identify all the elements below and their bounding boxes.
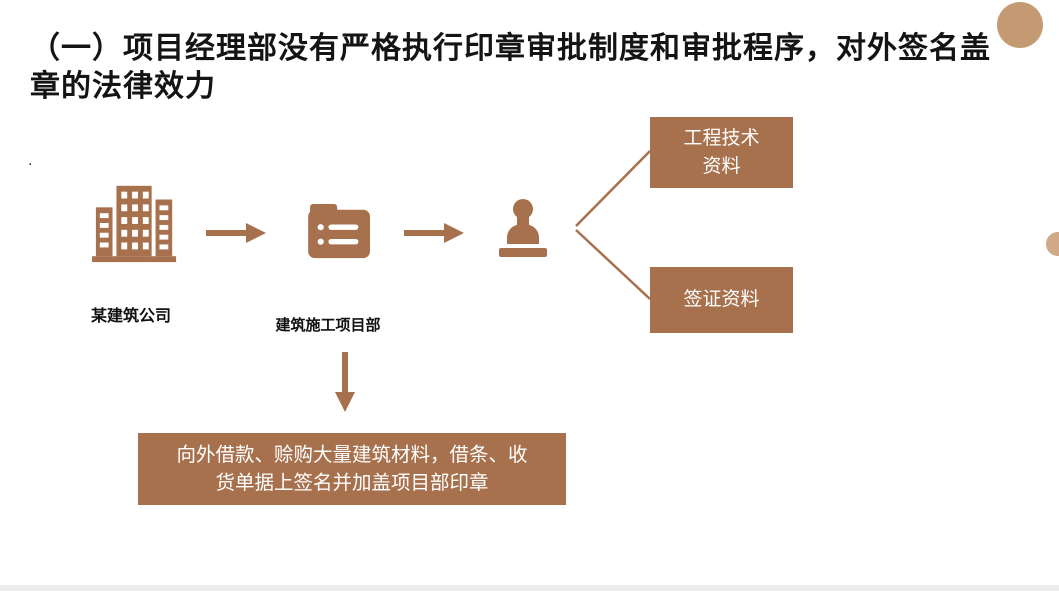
right-arrow-1-head bbox=[246, 223, 266, 243]
stray-period: . bbox=[28, 152, 33, 169]
deco-circle-top-right bbox=[997, 2, 1043, 48]
action-box: 向外借款、赊购大量建筑材料，借条、收 货单据上签名并加盖项目部印章 bbox=[138, 433, 566, 505]
action-box-line2: 货单据上签名并加盖项目部印章 bbox=[215, 472, 489, 494]
stamp-icon bbox=[494, 198, 552, 262]
company-label: 某建筑公司 bbox=[90, 308, 171, 325]
right-arrow-2-head bbox=[444, 223, 464, 243]
action-box-line1: 向外借款、赊购大量建筑材料，借条、收 bbox=[176, 443, 528, 466]
slide-bottom-edge bbox=[0, 585, 1059, 591]
down-arrow-head bbox=[335, 392, 355, 412]
visa-box-line1: 签证资料 bbox=[683, 289, 760, 311]
folder-list-icon bbox=[308, 203, 374, 261]
department-label: 建筑施工项目部 bbox=[275, 317, 381, 334]
tech-box-line1: 工程技术 bbox=[683, 127, 760, 149]
building-icon bbox=[92, 178, 180, 266]
tech-box: 工程技术 资料 bbox=[650, 117, 793, 188]
connector-line-bottom bbox=[575, 229, 651, 300]
connector-line-top bbox=[575, 150, 651, 227]
deco-circle-right-edge bbox=[1046, 232, 1059, 256]
slide-title: （一）项目经理部没有严格执行印章审批制度和审批程序，对外签名盖章的法律效力 bbox=[30, 32, 991, 103]
visa-box: 签证资料 bbox=[650, 267, 793, 333]
tech-box-line2: 资料 bbox=[702, 155, 741, 177]
